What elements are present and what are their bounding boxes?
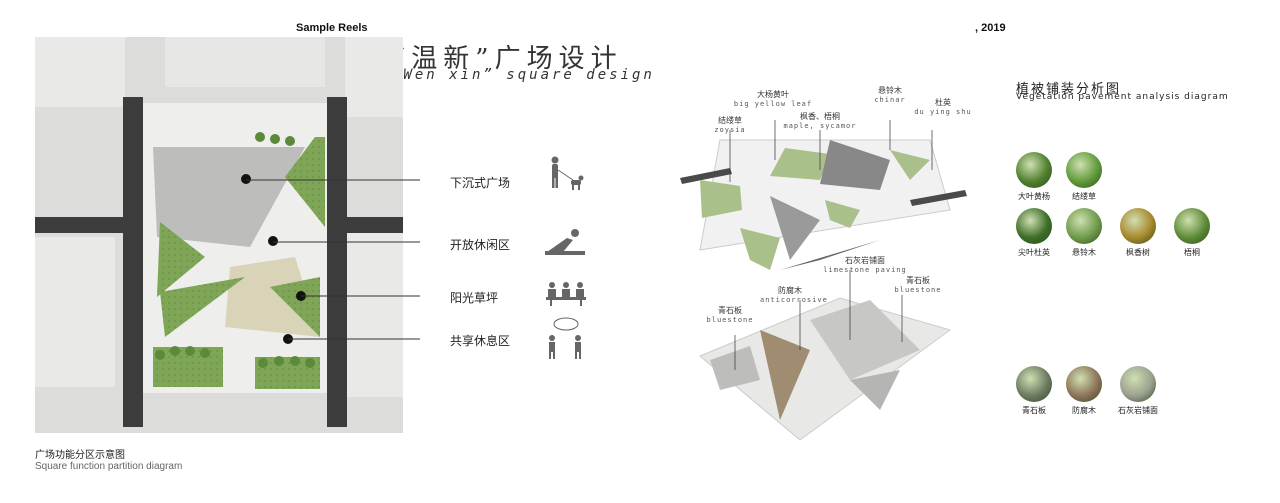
axon-label-big-yellow-leaf: 大杨黄叶 big yellow leaf bbox=[728, 90, 818, 108]
axon-label-zoysia-cn: 结缕草 bbox=[718, 116, 742, 125]
axon-label-zoysia: 结缕草 zoysia bbox=[700, 116, 760, 134]
axon-label-bluestone-left: 青石板 bluestone bbox=[700, 306, 760, 324]
plant-swatch-0 bbox=[1016, 152, 1052, 188]
zone-leader-lines bbox=[246, 179, 420, 340]
axon-label-bluestone-right: 青石板 bluestone bbox=[888, 276, 948, 294]
axon-label-maple: 枫香、梧桐 maple, sycamor bbox=[780, 112, 860, 130]
page-title-cn: “温新”广场设计 bbox=[392, 44, 623, 74]
axon-label-du-ying: 杜英 du ying shu bbox=[913, 98, 973, 116]
paving-label-0: 青石板 bbox=[1022, 406, 1046, 415]
paving-swatch-2 bbox=[1120, 366, 1156, 402]
site-plan bbox=[35, 37, 403, 433]
axon-label-limestone-en: limestone paving bbox=[823, 266, 907, 274]
plant-swatch-2 bbox=[1016, 208, 1052, 244]
axon-label-anticorrosive: 防腐木 anticorrosive bbox=[760, 286, 828, 304]
axon-label-bluestone-left-en: bluestone bbox=[706, 316, 754, 324]
zone-sunny-lawn: 阳光草坪 bbox=[450, 291, 499, 305]
plant-label-1: 结缕草 bbox=[1072, 192, 1096, 201]
axon-label-du-ying-en: du ying shu bbox=[914, 108, 972, 116]
plant-label-4: 枫香树 bbox=[1126, 248, 1150, 257]
chatting-people-icon bbox=[549, 317, 581, 359]
axon-label-maple-en: maple, sycamor bbox=[783, 122, 857, 130]
axon-label-maple-cn: 枫香、梧桐 bbox=[800, 112, 840, 121]
dog-walker-icon bbox=[551, 156, 584, 190]
lounging-person-icon bbox=[545, 229, 585, 255]
axon-label-bluestone-left-cn: 青石板 bbox=[718, 306, 742, 315]
plant-swatch-1 bbox=[1066, 152, 1102, 188]
paving-label-1: 防腐木 bbox=[1072, 406, 1096, 415]
zone-sunken-plaza: 下沉式广场 bbox=[450, 176, 511, 190]
sample-reels-label: Sample Reels bbox=[296, 22, 368, 34]
paving-swatch-0 bbox=[1016, 366, 1052, 402]
axon-label-limestone-cn: 石灰岩铺面 bbox=[845, 256, 885, 265]
paving-swatch-1 bbox=[1066, 366, 1102, 402]
axon-label-bluestone-right-en: bluestone bbox=[894, 286, 942, 294]
axon-label-anticorrosive-cn: 防腐木 bbox=[778, 286, 802, 295]
vegetation-title-cn: 植被铺装分析图 bbox=[1016, 82, 1122, 97]
axon-label-du-ying-cn: 杜英 bbox=[935, 98, 951, 107]
plant-swatch-4 bbox=[1120, 208, 1156, 244]
axon-label-bluestone-right-cn: 青石板 bbox=[906, 276, 930, 285]
axon-label-chinar-cn: 悬铃木 bbox=[878, 86, 902, 95]
plan-caption-en: Square function partition diagram bbox=[35, 461, 183, 472]
plant-label-3: 悬铃木 bbox=[1072, 248, 1096, 257]
plant-label-2: 尖叶杜英 bbox=[1018, 248, 1050, 257]
axonometric-diagram bbox=[680, 120, 967, 441]
plant-swatch-5 bbox=[1174, 208, 1210, 244]
axon-label-limestone: 石灰岩铺面 limestone paving bbox=[820, 256, 910, 274]
axon-label-chinar-en: chinar bbox=[874, 96, 906, 104]
plant-label-5: 梧桐 bbox=[1184, 248, 1200, 257]
vegetation-title-en: Vegetation pavement analysis diagram bbox=[1016, 92, 1229, 102]
zone-open-leisure: 开放休闲区 bbox=[450, 238, 511, 252]
axon-label-big-yellow-leaf-cn: 大杨黄叶 bbox=[757, 90, 789, 99]
plant-swatch-3 bbox=[1066, 208, 1102, 244]
page-title-en: “Wen xin” square design bbox=[392, 67, 655, 83]
paving-label-2: 石灰岩铺面 bbox=[1118, 406, 1158, 415]
group-table-icon bbox=[546, 282, 586, 306]
axon-label-anticorrosive-en: anticorrosive bbox=[760, 296, 828, 304]
year-label: , 2019 bbox=[975, 22, 1006, 34]
axon-label-zoysia-en: zoysia bbox=[714, 126, 746, 134]
axon-label-big-yellow-leaf-en: big yellow leaf bbox=[733, 100, 813, 108]
zone-shared-rest: 共享休息区 bbox=[450, 334, 511, 348]
plan-caption-cn: 广场功能分区示意图 bbox=[35, 450, 125, 461]
axon-label-chinar: 悬铃木 chinar bbox=[860, 86, 920, 104]
plant-label-0: 大叶黄杨 bbox=[1018, 192, 1050, 201]
